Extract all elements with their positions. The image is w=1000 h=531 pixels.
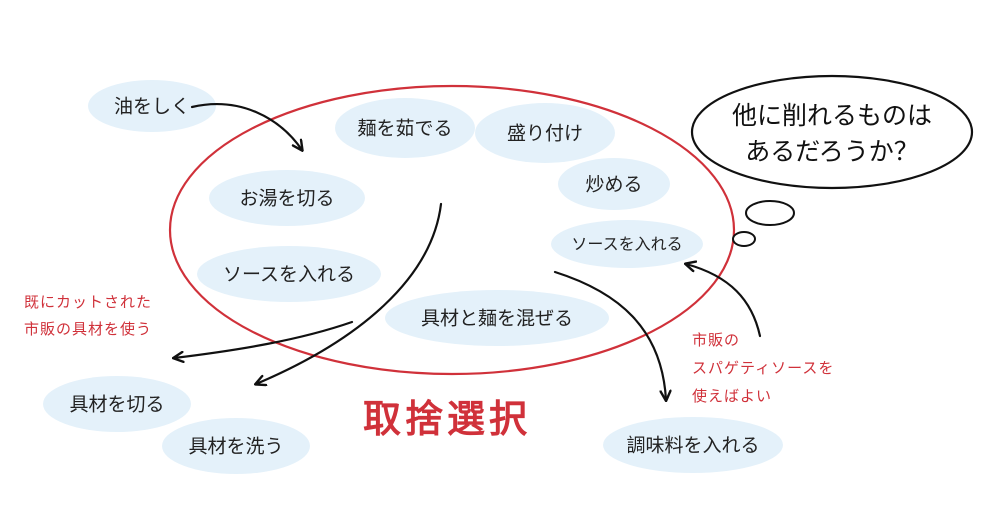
note-sauce-line3: 使えばよい — [692, 387, 772, 405]
arrow-oil-into-ellipse — [190, 103, 302, 150]
thought-line1: 他に削れるものは — [732, 101, 932, 130]
node-oil-label: 油をしく — [114, 96, 190, 118]
diagram-title: 取捨選択 — [363, 396, 531, 441]
thought-cloud: 他に削れるものは あるだろうか？ — [690, 74, 974, 247]
node-oil: 油をしく — [88, 80, 216, 132]
note-sauce-line1: 市販の — [692, 331, 740, 349]
node-stir-fry-label: 炒める — [585, 174, 642, 196]
arrow-cut-out — [174, 320, 354, 358]
node-cut: 具材を切る — [43, 376, 191, 432]
note-precut-line1: 既にカットされた — [24, 293, 152, 311]
node-plate-label: 盛り付け — [507, 123, 583, 145]
arrow-seasoning-out — [553, 270, 666, 400]
node-seasoning: 調味料を入れる — [603, 417, 783, 473]
node-stir-fry: 炒める — [558, 158, 670, 210]
thought-line2: あるだろうか？ — [745, 137, 919, 166]
node-wash: 具材を洗う — [162, 418, 310, 474]
selection-ellipse — [168, 84, 736, 376]
node-sauce-inner-left: ソースを入れる — [197, 246, 381, 302]
node-sauce-inner-right: ソースを入れる — [551, 220, 703, 268]
node-plate: 盛り付け — [475, 103, 615, 163]
node-cut-label: 具材を切る — [69, 394, 164, 416]
node-mix: 具材と麺を混ぜる — [385, 290, 609, 346]
node-wash-label: 具材を洗う — [188, 436, 283, 458]
node-boil-noodles: 麺を茹でる — [335, 98, 475, 158]
node-sauce-inner-right-label: ソースを入れる — [571, 235, 682, 254]
arrow-wash-out — [256, 202, 443, 384]
node-seasoning-label: 調味料を入れる — [626, 435, 759, 457]
node-mix-label: 具材と麺を混ぜる — [421, 308, 573, 330]
arrow-sauce-replace — [686, 264, 762, 338]
node-sauce-inner-left-label: ソースを入れる — [223, 264, 355, 286]
node-boil-noodles-label: 麺を茹でる — [357, 118, 452, 140]
note-sauce-line2: スパゲティソースを — [692, 359, 834, 377]
node-drain: お湯を切る — [209, 170, 365, 226]
note-precut-line2: 市販の具材を使う — [24, 320, 152, 338]
node-drain-label: お湯を切る — [239, 188, 334, 210]
